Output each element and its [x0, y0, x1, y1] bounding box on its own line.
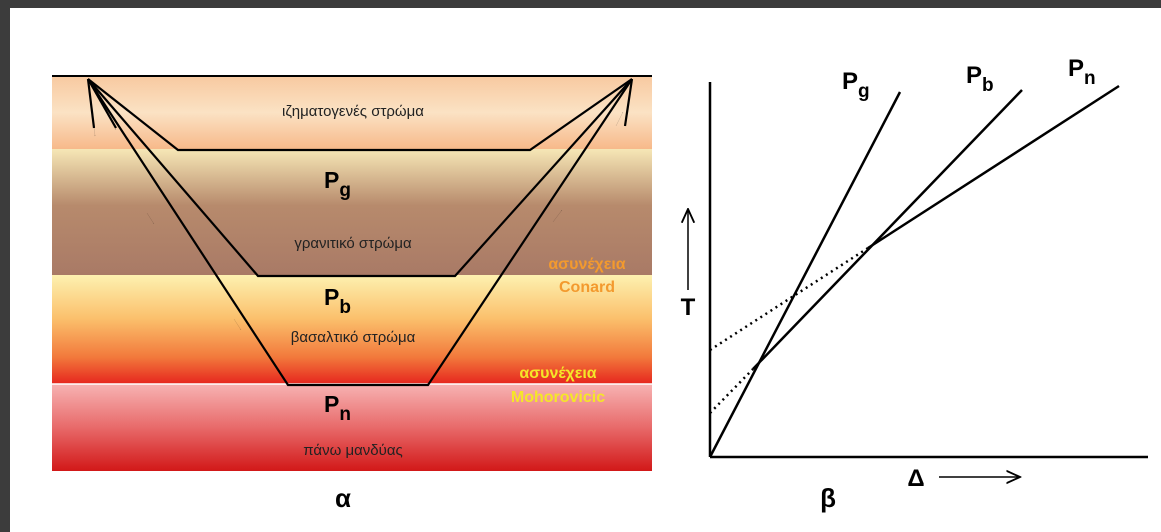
- label-conrad-discontinuity-2: Conard: [559, 279, 615, 296]
- arrow-pn-up-2: [552, 209, 563, 223]
- ray-path-pg: [87, 78, 633, 152]
- label-line-pg: Pg: [842, 68, 870, 102]
- sedimentary-layer: [52, 76, 652, 149]
- arrow-pb-down: [192, 200, 205, 215]
- line-pb-intercept-dotted: [709, 368, 754, 414]
- arrow-pb-up-1: [489, 223, 503, 238]
- label-moho-discontinuity-1: ασυνέχεια: [519, 365, 596, 382]
- figure-svg: ιζηματογενές στρώμα γρανιτικό στρώμα βασ…: [52, 55, 1148, 513]
- line-pn-intercept-dotted: [709, 246, 869, 352]
- arrow-pb-up-2: [584, 117, 598, 132]
- label-moho-discontinuity-2: Mohorovicic: [511, 389, 605, 406]
- layered-crust-diagram: ιζηματογενές στρώμα γρανιτικό στρώμα βασ…: [52, 75, 652, 513]
- arrow-pg-up: [561, 116, 578, 129]
- arrow-pn-up-3: [615, 111, 624, 127]
- caption-alpha: α: [335, 483, 351, 513]
- line-pb: [752, 89, 1023, 370]
- ray-direct-mid: [87, 78, 117, 129]
- figure-panel: ιζηματογενές στρώμα γρανιτικό στρώμα βασ…: [10, 8, 1161, 532]
- x-axis-label: Δ: [907, 465, 924, 492]
- label-basaltic-layer: βασαλτικό στρώμα: [291, 329, 416, 346]
- label-mantle-layer: πάνω μανδύας: [303, 442, 402, 459]
- label-wave-pn: Pn: [324, 391, 351, 425]
- label-line-pn: Pn: [1068, 55, 1096, 89]
- arrow-pn-down-2: [233, 318, 242, 331]
- label-conrad-discontinuity-1: ασυνέχεια: [548, 256, 625, 273]
- mantle-layer: [52, 384, 652, 471]
- y-axis-label: T: [681, 294, 696, 321]
- caption-beta: β: [820, 483, 836, 513]
- line-pg: [708, 91, 902, 458]
- arrow-pn-up-1: [464, 317, 473, 330]
- basaltic-layer: [52, 275, 652, 384]
- label-line-pb: Pb: [966, 62, 994, 96]
- arrow-direct-2: [110, 119, 117, 131]
- travel-time-graph: Pg Pb Pn T Δ β: [681, 55, 1148, 513]
- label-sedimentary-layer: ιζηματογενές στρώμα: [282, 103, 424, 120]
- ray-arrows: [93, 111, 624, 386]
- label-wave-pg: Pg: [324, 167, 351, 201]
- line-pn: [867, 84, 1120, 250]
- arrow-pg-down: [135, 116, 153, 130]
- label-granitic-layer: γρανιτικό στρώμα: [294, 235, 412, 252]
- arrow-pn-down-1: [146, 212, 155, 225]
- granitic-layer: [52, 149, 652, 275]
- ray-direct-steep-right: [623, 78, 634, 127]
- arrow-direct-1: [93, 125, 96, 137]
- ray-direct-steep: [86, 78, 96, 129]
- label-wave-pb: Pb: [324, 284, 351, 318]
